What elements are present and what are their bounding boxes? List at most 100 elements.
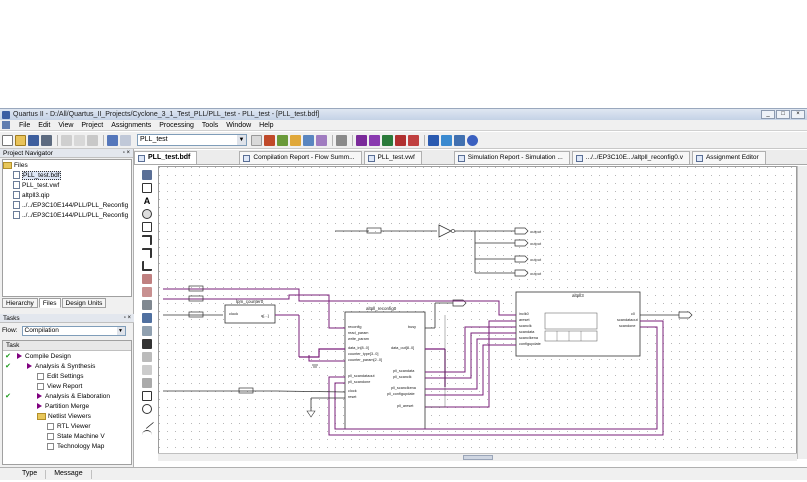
horizontal-scrollbar[interactable]	[158, 453, 797, 461]
line-tool-icon[interactable]	[139, 414, 155, 430]
assign-icon[interactable]	[277, 134, 288, 146]
tab-design-units[interactable]: Design Units	[61, 298, 107, 308]
task-item[interactable]: Technology Map	[3, 441, 131, 451]
redo-icon[interactable]	[120, 134, 131, 146]
task-item[interactable]: State Machine V	[3, 431, 131, 441]
output-pin-1[interactable]: output	[475, 227, 542, 235]
symbol-tool-icon[interactable]	[142, 209, 152, 219]
rotate-icon[interactable]	[142, 378, 152, 388]
document-icon[interactable]	[2, 121, 10, 129]
orthogonal-bus-icon[interactable]	[142, 248, 152, 258]
undo-icon[interactable]	[107, 134, 118, 146]
column-type[interactable]: Type	[14, 470, 47, 479]
new-file-icon[interactable]	[2, 134, 13, 146]
tab-pll-test-vwf[interactable]: PLL_test.vwf	[363, 151, 422, 164]
altpll-reconfig-block[interactable]: altpll_reconfig0 reconfig read_param wri…	[344, 306, 426, 430]
text-tool-icon[interactable]: A	[143, 196, 151, 206]
pane-controls[interactable]: ▫ ×	[122, 150, 130, 156]
tree-file-item[interactable]: ../../EP3C10E144/PLL/PLL_Reconfig	[3, 210, 131, 220]
menu-edit[interactable]: Edit	[38, 121, 51, 129]
vertical-scrollbar[interactable]	[797, 166, 807, 459]
output-pin-4[interactable]: output	[475, 269, 542, 277]
paste-icon[interactable]	[87, 134, 98, 146]
schematic-drawing[interactable]: output output output output	[159, 167, 798, 460]
fitter-icon[interactable]	[395, 134, 406, 146]
timequest-icon[interactable]	[408, 134, 419, 146]
properties-icon[interactable]	[251, 134, 262, 146]
start-compilation-icon[interactable]	[356, 134, 367, 146]
tab-files[interactable]: Files	[38, 298, 61, 308]
full-screen-icon[interactable]	[142, 313, 152, 323]
lpm-counter-block[interactable]: lpm_counter0 clock q[...]	[224, 299, 276, 324]
menu-window[interactable]: Window	[226, 121, 252, 129]
tab-altpll-reconfig-v[interactable]: .../../EP3C10E.../altpll_reconfig0.v	[571, 151, 690, 164]
tab-pll-test-bdf[interactable]: PLL_test.bdf	[134, 151, 198, 164]
menu-tools[interactable]: Tools	[201, 121, 219, 129]
task-item[interactable]: Edit Settings	[3, 371, 131, 381]
print-icon[interactable]	[41, 134, 52, 146]
copy-icon[interactable]	[74, 134, 85, 146]
cut-icon[interactable]	[61, 134, 72, 146]
stop-icon[interactable]	[336, 134, 347, 146]
tab-assignment-editor[interactable]: Assignment Editor	[691, 151, 766, 164]
minimize-button[interactable]: _	[761, 110, 775, 119]
chevron-down-icon[interactable]: ▼	[116, 326, 125, 335]
help-icon[interactable]	[467, 134, 478, 146]
clock-input-pin[interactable]	[163, 285, 225, 292]
rectangle-tool-icon[interactable]	[142, 391, 152, 401]
tree-file-item[interactable]: PLL_test.bdf	[3, 170, 131, 180]
binoculars-icon[interactable]	[142, 339, 152, 349]
menu-assignments[interactable]: Assignments	[111, 121, 152, 129]
flip-vertical-icon[interactable]	[142, 365, 152, 375]
flow-select[interactable]: Compilation ▼	[21, 325, 126, 336]
chevron-down-icon[interactable]: ▼	[237, 135, 246, 145]
selection-tool-icon[interactable]	[142, 183, 152, 193]
menu-help[interactable]: Help	[259, 121, 274, 129]
maximize-button[interactable]: □	[776, 110, 790, 119]
schematic-canvas[interactable]: output output output output	[158, 166, 798, 460]
orthogonal-node-icon[interactable]	[142, 235, 152, 245]
c0-output-pin[interactable]	[678, 311, 693, 319]
analysis-icon[interactable]	[369, 134, 380, 146]
input-pin-bottom[interactable]	[163, 387, 277, 394]
tab-simulation-report[interactable]: Simulation Report - Simulation ...	[453, 151, 570, 164]
settings-icon[interactable]	[303, 134, 314, 146]
altpll3-block[interactable]: altpll3 inclk0 areset scanclk scandata s…	[515, 291, 641, 357]
block-tool-icon[interactable]	[142, 222, 152, 232]
zoom-tool-icon[interactable]	[142, 300, 152, 310]
tree-file-item[interactable]: ../../EP3C10E144/PLL/PLL_Reconfig	[3, 200, 131, 210]
tab-hierarchy[interactable]: Hierarchy	[2, 298, 38, 308]
column-message[interactable]: Message	[46, 470, 92, 479]
output-pin-3[interactable]: output	[475, 255, 542, 263]
pane-controls[interactable]: ▫ ×	[123, 315, 131, 321]
menu-project[interactable]: Project	[81, 121, 104, 129]
open-folder-icon[interactable]	[15, 134, 26, 146]
task-list[interactable]: Task ✔Compile Design✔Analysis & Synthesi…	[2, 340, 132, 465]
conduit-tool-icon[interactable]	[142, 261, 152, 271]
simulate-icon[interactable]	[428, 134, 439, 146]
chip-planner-icon[interactable]	[316, 134, 327, 146]
menu-file[interactable]: File	[19, 121, 31, 129]
task-item[interactable]: Netlist Viewers	[3, 411, 131, 421]
output-pin-2[interactable]: output	[475, 239, 542, 247]
programmer-icon[interactable]	[441, 134, 452, 146]
input-pin-left[interactable]	[163, 311, 223, 318]
task-item[interactable]: RTL Viewer	[3, 421, 131, 431]
task-item[interactable]: View Report	[3, 381, 131, 391]
task-item[interactable]: ✔Analysis & Elaboration	[3, 391, 131, 401]
task-item[interactable]: ✔Analysis & Synthesis	[3, 361, 131, 371]
oval-tool-icon[interactable]	[142, 404, 152, 414]
pin-tool-icon[interactable]	[142, 274, 152, 284]
tab-compilation-report[interactable]: Compilation Report - Flow Summ...	[239, 151, 362, 164]
task-item[interactable]: ✔Compile Design	[3, 351, 131, 361]
chip-icon[interactable]	[454, 134, 465, 146]
task-item[interactable]: Partition Merge	[3, 401, 131, 411]
arc-tool-icon[interactable]	[142, 430, 152, 440]
partial-line-icon[interactable]	[142, 287, 152, 297]
inverter-gate[interactable]	[438, 224, 455, 238]
pin-planner-icon[interactable]	[290, 134, 301, 146]
entity-combo[interactable]: PLL_test ▼	[137, 134, 247, 146]
find-icon[interactable]	[142, 326, 152, 336]
tree-root-files[interactable]: Files	[3, 160, 131, 170]
reset-input-pin[interactable]	[163, 295, 225, 302]
